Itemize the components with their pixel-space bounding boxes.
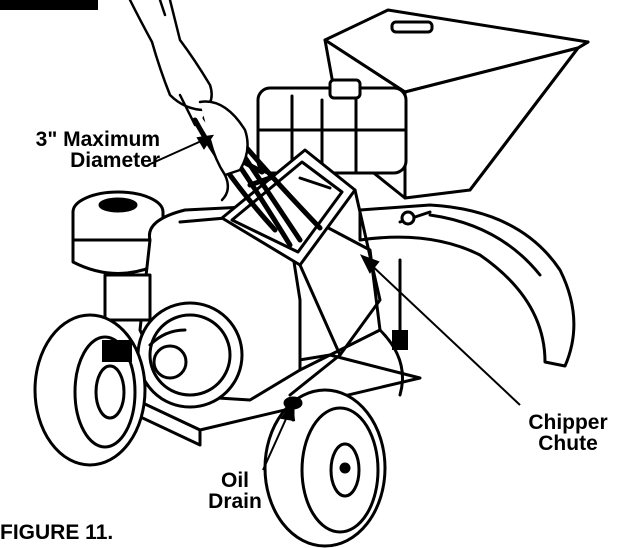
chipper-chute-label: Chipper Chute [518, 412, 618, 454]
fuel-tank [256, 78, 408, 175]
right-wheel [263, 388, 387, 548]
header-tab [0, 0, 98, 10]
leader-lines [147, 134, 521, 471]
oil-drain-leader [262, 409, 291, 471]
max-diameter-line2: Diameter [70, 149, 160, 172]
left-wheel [33, 313, 147, 467]
max-diameter-line1: 3" Maximum [35, 128, 160, 151]
chute-bracket [392, 210, 416, 350]
chipper-chute-line2: Chute [538, 432, 598, 455]
max-diameter-arrowhead [196, 134, 215, 150]
oil-drain-line1: Oil [220, 469, 249, 492]
oil-drain-label: Oil Drain [200, 470, 270, 512]
chipper-chute-arrowhead [359, 254, 380, 274]
chipper-chute-line1: Chipper [528, 411, 608, 434]
oil-drain-arrowhead [280, 401, 296, 422]
chipper-chute [220, 148, 382, 397]
recoil-starter [136, 301, 244, 409]
air-cleaner [71, 190, 165, 275]
max-diameter-label: 3" Maximum Diameter [0, 129, 160, 171]
figure-caption: FIGURE 11. [0, 521, 114, 544]
hand [128, 0, 249, 202]
chipper-chute-leader [367, 261, 521, 406]
oil-drain-line2: Drain [208, 490, 262, 513]
max-diameter-leader [147, 137, 209, 166]
